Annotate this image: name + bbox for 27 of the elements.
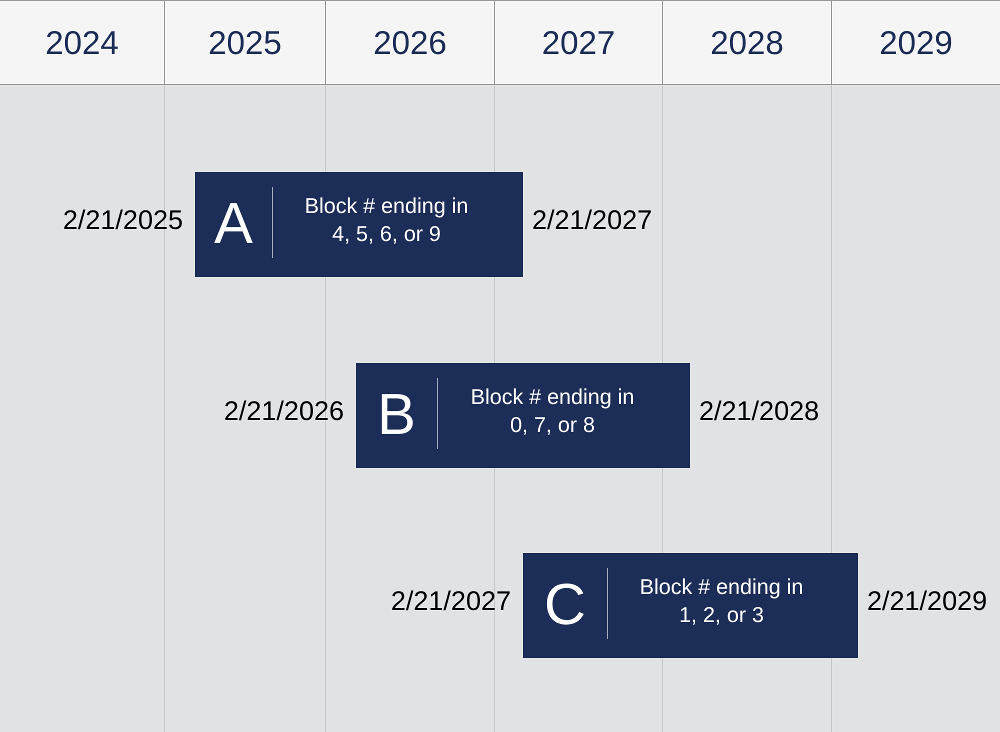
year-label: 2024 [45, 24, 119, 62]
timeline-bar [356, 363, 690, 468]
block-letter: C [543, 572, 587, 638]
block-letter: B [376, 382, 417, 448]
start-date: 2/21/2025 [62, 204, 183, 236]
year-label: 2026 [373, 24, 447, 62]
start-date: 2/21/2027 [390, 584, 511, 616]
end-date: 2/21/2028 [699, 394, 820, 426]
year-label: 2028 [710, 24, 784, 62]
timeline-bar [195, 172, 523, 277]
year-label: 2029 [879, 24, 953, 62]
end-date: 2/21/2029 [867, 584, 988, 616]
header-cell [325, 0, 494, 85]
start-date: 2/21/2026 [224, 394, 344, 426]
header-cell [831, 0, 1000, 85]
block-description: Block # ending in 0, 7, or 8 [470, 384, 636, 438]
year-label: 2025 [208, 24, 282, 62]
year-label: 2027 [542, 24, 616, 62]
timeline-bar [523, 553, 858, 658]
block-description: Block # ending in 1, 2, or 3 [638, 574, 804, 628]
end-date: 2/21/2027 [532, 204, 652, 236]
block-description: Block # ending in 4, 5, 6, or 9 [304, 192, 470, 248]
header-cell [0, 0, 164, 85]
header-cell [662, 0, 831, 85]
header-cell [494, 0, 662, 85]
block-letter: A [213, 190, 254, 256]
header-cell [164, 0, 325, 85]
